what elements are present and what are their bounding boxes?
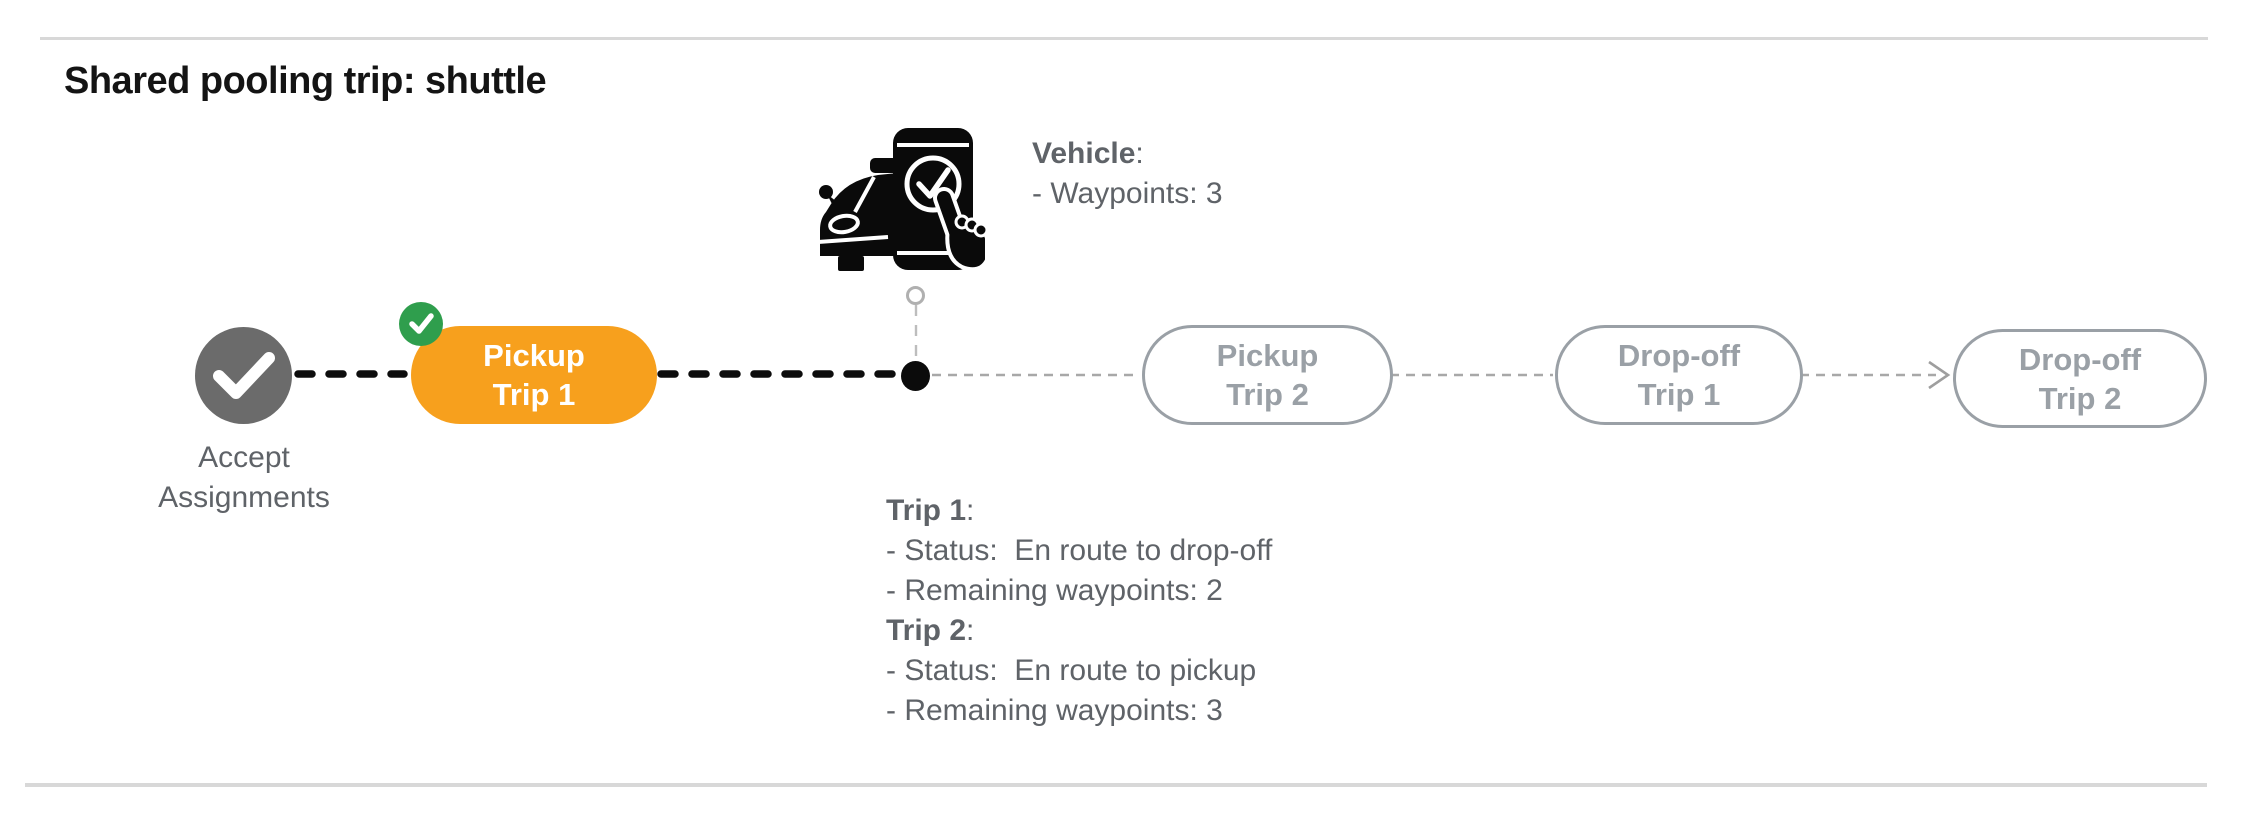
trip1-waypoints: - Remaining waypoints: 2: [886, 574, 1223, 607]
vehicle-info-heading-colon: :: [1135, 137, 1144, 170]
node-accept-assignments: [195, 327, 292, 424]
pickup-trip-2-line2: Trip 2: [1226, 377, 1309, 412]
node-dropoff-trip-1: Drop-off Trip 1: [1555, 325, 1803, 425]
pickup-trip-1-line1: Pickup: [483, 338, 585, 373]
trip1-heading-text: Trip 1: [886, 494, 967, 527]
vehicle-anchor-circle: [906, 286, 925, 305]
page-title: Shared pooling trip: shuttle: [64, 60, 547, 102]
arrowhead-icon: [1928, 360, 1951, 390]
accept-label-line2: Assignments: [158, 481, 330, 514]
node-pickup-trip-1: Pickup Trip 1: [411, 326, 657, 424]
current-position-dot: [901, 361, 930, 391]
trip-info: Trip 1: - Status: En route to drop-off -…: [886, 491, 1272, 731]
vehicle-with-phone-check-icon: [817, 128, 989, 272]
trip1-heading-colon: :: [966, 494, 975, 527]
completed-badge: [399, 302, 443, 346]
trip2-heading: Trip 2:: [886, 611, 1272, 651]
accept-label-line1: Accept: [198, 441, 290, 474]
pickup-trip-2-line1: Pickup: [1216, 338, 1319, 373]
vehicle-info-heading-text: Vehicle: [1032, 137, 1136, 170]
trip2-heading-colon: :: [966, 614, 975, 647]
check-icon: [212, 351, 275, 399]
dropoff-trip-1-line2: Trip 1: [1637, 377, 1721, 412]
vehicle-info-heading: Vehicle:: [1032, 134, 1223, 174]
node-dropoff-trip-2: Drop-off Trip 2: [1953, 329, 2207, 428]
trip2-status: - Status: En route to pickup: [886, 654, 1257, 687]
trip1-status: - Status: En route to drop-off: [886, 534, 1273, 567]
trip1-heading: Trip 1:: [886, 491, 1272, 531]
node-pickup-trip-2: Pickup Trip 2: [1142, 325, 1393, 425]
top-divider: [40, 37, 2208, 40]
trip2-waypoints: - Remaining waypoints: 3: [886, 694, 1223, 727]
vehicle-waypoints: - Waypoints: 3: [1032, 177, 1223, 210]
check-badge-icon: [409, 313, 434, 334]
dropoff-trip-2-line1: Drop-off: [2018, 341, 2142, 377]
dropoff-trip-1-line1: Drop-off: [1617, 338, 1741, 373]
accept-assignments-label: Accept Assignments: [123, 438, 365, 518]
trip2-heading-text: Trip 2: [886, 614, 967, 647]
bottom-divider: [25, 783, 2207, 787]
vehicle-info: Vehicle: - Waypoints: 3: [1032, 134, 1223, 214]
pickup-trip-1-line2: Trip 1: [492, 377, 576, 412]
dropoff-trip-2-line2: Trip 2: [2038, 380, 2122, 416]
